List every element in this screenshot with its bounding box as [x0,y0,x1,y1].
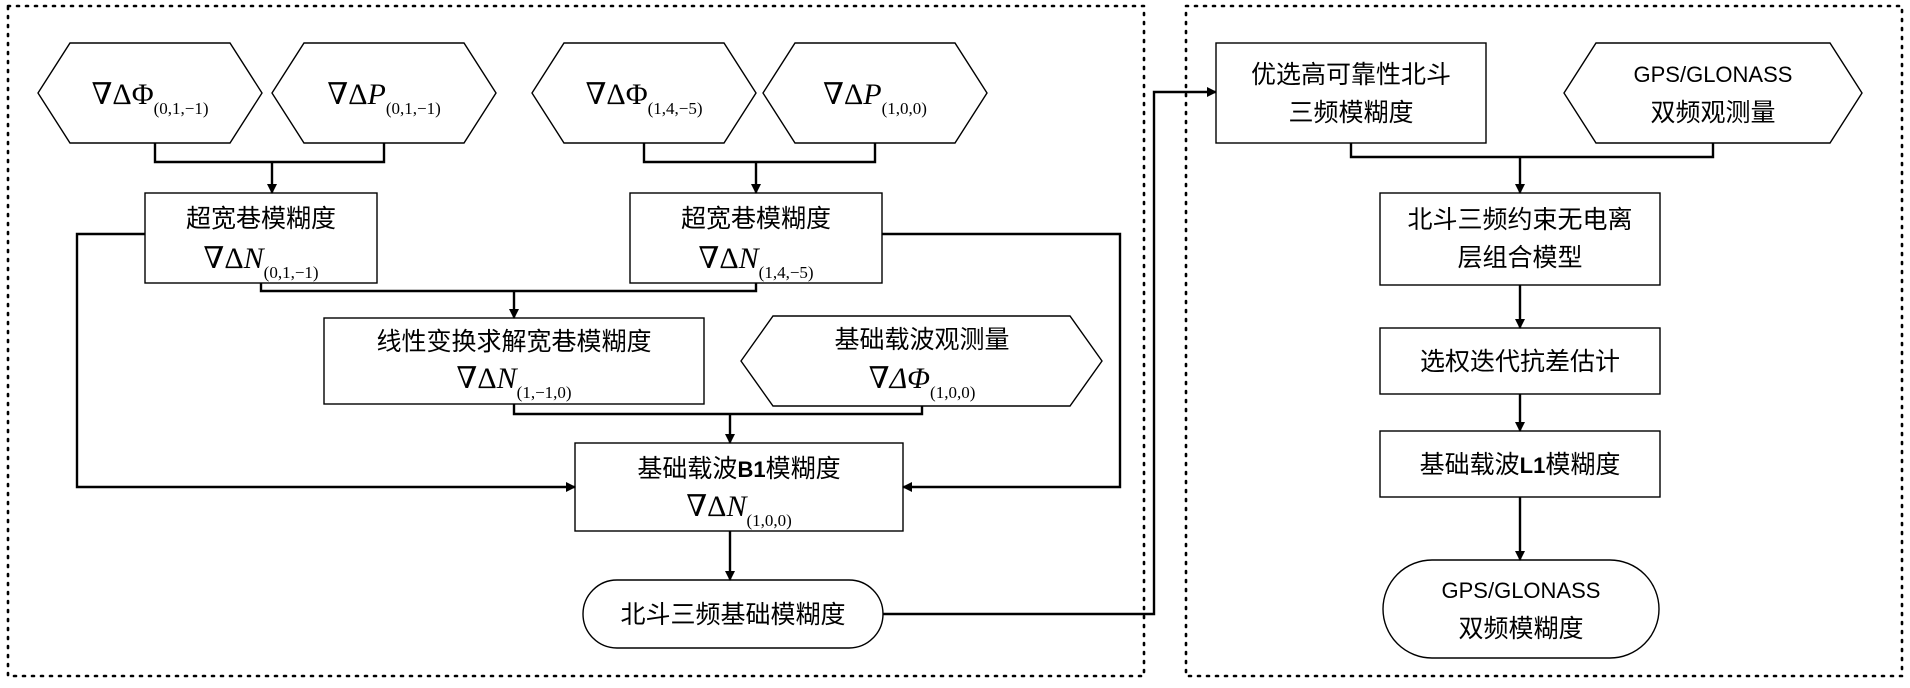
svg-text:选权迭代抗差估计: 选权迭代抗差估计 [1420,347,1620,376]
b1-ambiguity-box: 基础载波B1模糊度 ∇ΔN(1,0,0) [575,443,903,531]
math-variable: N [243,242,266,275]
svg-text:双频模糊度: 双频模糊度 [1458,614,1583,643]
svg-text:北斗三频基础模糊度: 北斗三频基础模糊度 [620,600,845,629]
base-carrier-observation-hex: 基础载波观测量 ∇ΔΦ(1,0,0) [741,316,1102,406]
svg-text:GPS/GLONASS: GPS/GLONASS [1634,62,1793,87]
svg-text:基础载波L1模糊度: 基础载波L1模糊度 [1420,450,1621,479]
ewl-ambiguity-box-2: 超宽巷模糊度 ∇ΔN(1,4,−5) [630,193,882,283]
math-variable: P [862,78,881,111]
svg-text:超宽巷模糊度: 超宽巷模糊度 [681,204,831,233]
svg-text:三频模糊度: 三频模糊度 [1288,98,1413,127]
svg-text:基础载波观测量: 基础载波观测量 [834,325,1009,354]
svg-text:优选高可靠性北斗: 优选高可靠性北斗 [1251,60,1451,89]
svg-text:双频观测量: 双频观测量 [1650,98,1775,127]
svg-text:超宽巷模糊度: 超宽巷模糊度 [186,204,336,233]
wide-lane-box: 线性变换求解宽巷模糊度 ∇ΔN(1,−1,0) [324,318,704,404]
select-reliable-ambiguity-box: 优选高可靠性北斗 三频模糊度 [1216,43,1486,143]
ewl-ambiguity-box-1: 超宽巷模糊度 ∇ΔN(0,1,−1) [145,193,377,283]
hex-pseudorange-1-0-0: ∇ΔP(1,0,0) [763,43,987,143]
math-variable: N [496,362,519,395]
math-variable: N [738,242,761,275]
beidou-base-ambiguity-terminal: 北斗三频基础模糊度 [583,580,883,648]
robust-estimation-box: 选权迭代抗差估计 [1380,328,1660,394]
hex-phase-0-1-m1: ∇ΔΦ(0,1,−1) [38,43,262,143]
ionosphere-free-model-box: 北斗三频约束无电离 层组合模型 [1380,193,1660,285]
svg-text:GPS/GLONASS: GPS/GLONASS [1442,578,1601,603]
gps-glonass-observation-hex: GPS/GLONASS 双频观测量 [1564,43,1862,143]
hex-pseudorange-0-1-m1: ∇ΔP(0,1,−1) [272,43,496,143]
hex-phase-1-4-m5: ∇ΔΦ(1,4,−5) [532,43,756,143]
svg-text:基础载波B1模糊度: 基础载波B1模糊度 [637,454,840,483]
l1-ambiguity-box: 基础载波L1模糊度 [1380,431,1660,497]
svg-text:北斗三频约束无电离: 北斗三频约束无电离 [1407,205,1632,234]
gps-glonass-ambiguity-terminal: GPS/GLONASS 双频模糊度 [1383,560,1659,658]
math-variable: N [725,490,748,523]
svg-text:线性变换求解宽巷模糊度: 线性变换求解宽巷模糊度 [376,327,651,356]
math-variable: P [367,78,386,111]
svg-text:层组合模型: 层组合模型 [1457,243,1582,272]
